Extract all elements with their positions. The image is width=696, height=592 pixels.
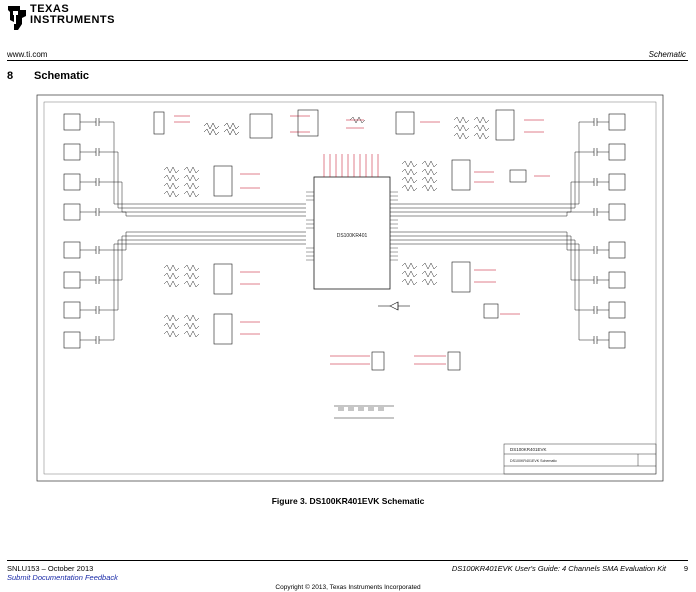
copyright: Copyright © 2013, Texas Instruments Inco… — [275, 584, 421, 591]
u1-top-net-labels — [323, 154, 379, 177]
ti-logo — [6, 4, 126, 34]
brand-line1: TEXAS — [30, 3, 70, 15]
resistor-arrays-top — [203, 122, 240, 136]
brand-line2: INSTRUMENTS — [30, 14, 115, 26]
resistor-arrays-mid — [163, 116, 490, 338]
schematic-border — [36, 94, 664, 482]
header-section: Schematic — [648, 50, 686, 59]
schematic-inner-border — [43, 101, 657, 475]
schematic-figure: DS100KR401 — [36, 94, 664, 482]
section-number: 8 — [7, 70, 14, 82]
header-net-labels — [330, 355, 446, 365]
section-title: Schematic — [34, 70, 90, 82]
coupling-caps — [95, 118, 598, 344]
ti-logo-icon — [8, 6, 26, 30]
u3-regulator — [249, 113, 273, 139]
feedback-link[interactable]: Submit Documentation Feedback — [7, 573, 118, 582]
top-net-labels — [174, 115, 544, 133]
u1-pins — [306, 191, 398, 261]
u2-pot — [297, 109, 319, 137]
brand-name: TEXAS INSTRUMENTS — [30, 4, 115, 26]
led-d1 — [378, 301, 410, 311]
left-connectors — [63, 113, 81, 349]
page-number: 9 — [683, 564, 688, 573]
u1-device — [313, 176, 391, 290]
doc-id: SNLU153 – October 2013 — [7, 564, 94, 573]
left-traces — [80, 121, 306, 341]
doc-title: DS100KR401EVK User's Guide: 4 Channels S… — [451, 564, 666, 573]
decoupling-caps — [334, 405, 394, 419]
header-url[interactable]: www.ti.com — [7, 50, 48, 59]
figure-caption: Figure 3. DS100KR401EVK Schematic — [271, 496, 425, 506]
dip-switches — [213, 109, 527, 345]
header-rule — [7, 60, 688, 61]
j3-header — [447, 351, 461, 371]
right-connectors — [608, 113, 626, 349]
u1-label: DS100KR401 — [337, 233, 368, 239]
j1-header — [153, 111, 165, 135]
title-block-name: DS100KR401EVK — [510, 447, 547, 452]
title-block-sub: DS100KR401EVK Schematic — [510, 459, 557, 463]
j2-header — [371, 351, 385, 371]
right-traces — [390, 121, 609, 341]
title-block — [503, 443, 657, 475]
footer-rule — [7, 560, 688, 561]
mid-net-labels — [240, 171, 550, 335]
